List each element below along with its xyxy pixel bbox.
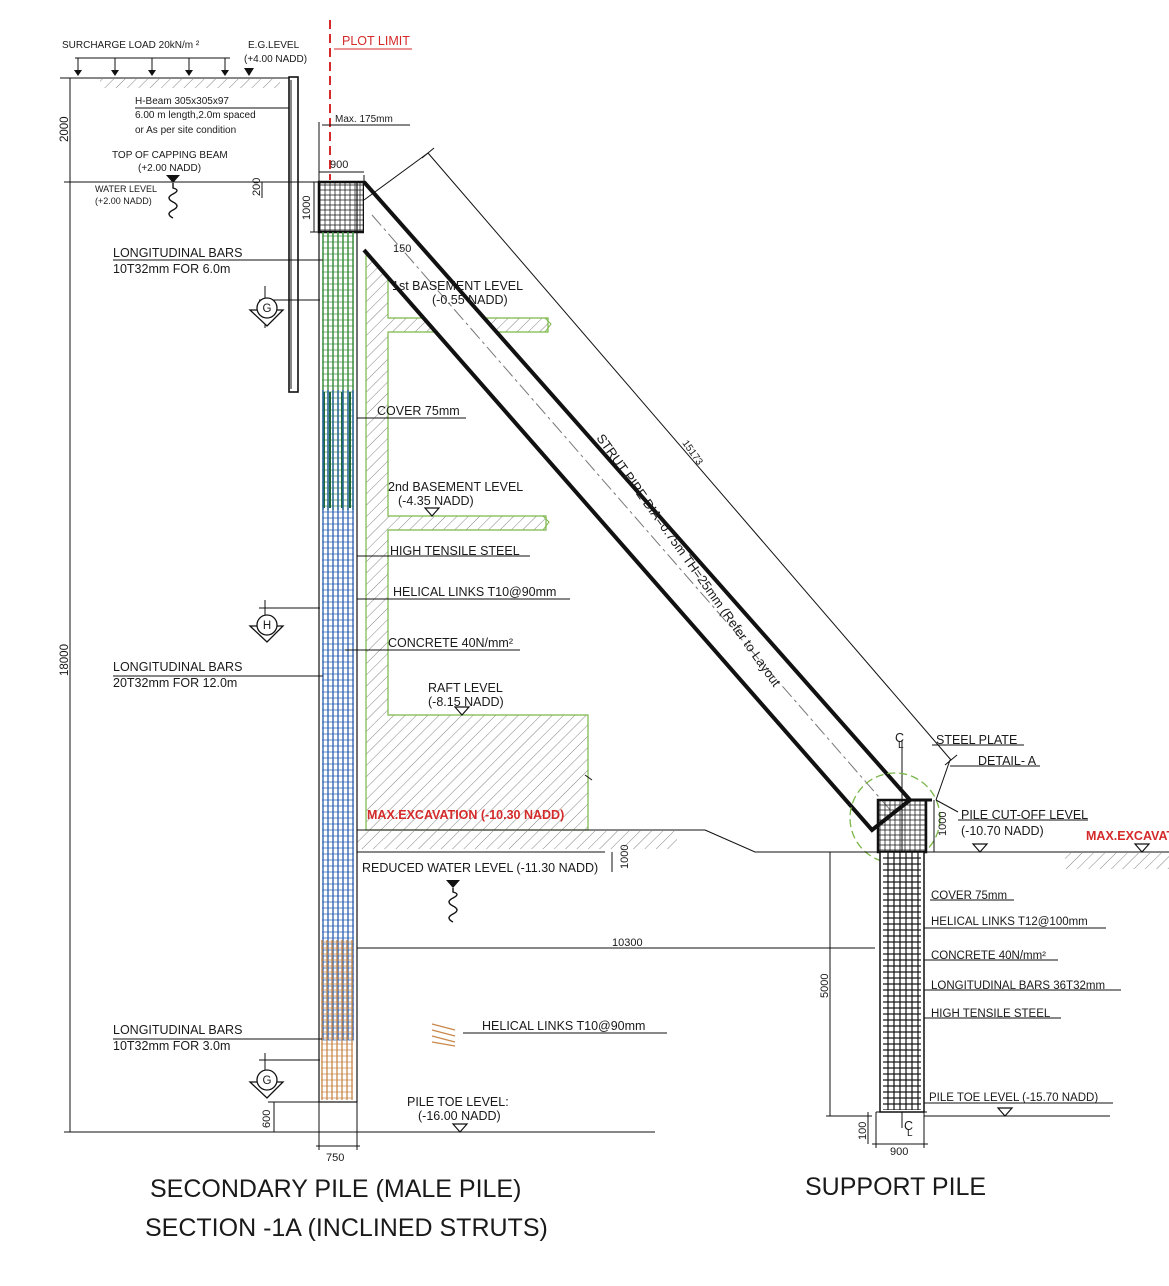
detail-a-circle xyxy=(849,772,941,864)
marker-g1-label: G xyxy=(263,303,272,315)
dim-100: 100 xyxy=(857,1122,869,1140)
long-bars-2-spec: 20T32mm FOR 12.0m xyxy=(113,676,237,690)
hbeam-line2: 6.00 m length,2.0m spaced xyxy=(135,110,256,121)
max175-label: Max. 175mm xyxy=(335,114,393,125)
long-bars-2-title: LONGITUDINAL BARS xyxy=(113,660,242,674)
dim-2000: 2000 xyxy=(59,116,71,142)
centerline-top-l: L xyxy=(898,740,904,751)
long-bars-3-title: LONGITUDINAL BARS xyxy=(113,1023,242,1037)
support-longbars-label: LONGITUDINAL BARS 36T32mm xyxy=(931,980,1105,992)
strut-length-label: 15173 xyxy=(680,438,705,467)
water-level-value: (+2.00 NADD) xyxy=(95,196,152,206)
raft-label: RAFT LEVEL xyxy=(428,681,503,695)
water-level-label: WATER LEVEL xyxy=(95,184,157,194)
centerline-bottom-l: L xyxy=(907,1128,913,1139)
basement1-label: 1st BASEMENT LEVEL xyxy=(392,279,523,293)
excavation-ground xyxy=(70,829,1169,1133)
section-marker-g-bottom: G xyxy=(248,1053,320,1099)
centerline-bottom-c: C xyxy=(904,1119,913,1133)
title-secondary-pile: SECONDARY PILE (MALE PILE) xyxy=(150,1175,521,1203)
plot-limit-label: PLOT LIMIT xyxy=(342,34,410,48)
dim-600: 600 xyxy=(261,1110,273,1128)
marker-h-label: H xyxy=(263,620,271,632)
h-beam xyxy=(288,76,299,393)
support-helical-label: HELICAL LINKS T12@100mm xyxy=(931,916,1088,928)
title-support-pile: SUPPORT PILE xyxy=(805,1173,986,1201)
basement2-label: 2nd BASEMENT LEVEL xyxy=(388,480,523,494)
dim-900: 900 xyxy=(330,159,348,171)
eg-level-value: (+4.00 NADD) xyxy=(244,54,307,65)
dim-750: 750 xyxy=(326,1152,344,1164)
toe-value: (-16.00 NADD) xyxy=(418,1109,501,1123)
capping-value: (+2.00 NADD) xyxy=(138,163,201,174)
section-marker-g-top: G xyxy=(248,286,320,328)
dim-150: 150 xyxy=(393,243,411,255)
eg-level-label: E.G.LEVEL xyxy=(248,40,300,51)
dim-900-support: 900 xyxy=(890,1146,908,1158)
section-marker-h: H xyxy=(248,600,320,643)
toe-label: PILE TOE LEVEL: xyxy=(407,1095,509,1109)
dim-5000: 5000 xyxy=(819,974,831,998)
helical-legend-label: HELICAL LINKS T10@90mm xyxy=(482,1019,645,1033)
cutoff-value: (-10.70 NADD) xyxy=(961,824,1044,838)
helical-label: HELICAL LINKS T10@90mm xyxy=(393,585,556,599)
centerline-top-c: C xyxy=(895,731,904,745)
hts-label: HIGH TENSILE STEEL xyxy=(390,544,520,558)
support-concrete-label: CONCRETE 40N/mm² xyxy=(931,950,1046,962)
long-bars-3-spec: 10T32mm FOR 3.0m xyxy=(113,1039,230,1053)
basement2-value: (-4.35 NADD) xyxy=(398,494,474,508)
left-dimensions xyxy=(64,77,76,1133)
long-bars-1-spec: 10T32mm FOR 6.0m xyxy=(113,262,230,276)
surcharge-label: SURCHARGE LOAD 20kN/m ² xyxy=(62,40,200,51)
max-excavation-right-label: MAX.EXCAVATION xyxy=(1086,829,1169,843)
long-bars-1-title: LONGITUDINAL BARS xyxy=(113,246,242,260)
cover-label: COVER 75mm xyxy=(377,404,460,418)
support-cover-label: COVER 75mm xyxy=(931,890,1007,902)
leader-lines xyxy=(113,182,1121,1132)
dim-1000-reduced: 1000 xyxy=(619,845,631,869)
max-excavation-label: MAX.EXCAVATION (-10.30 NADD) xyxy=(367,808,564,822)
secondary-pile xyxy=(316,122,410,1150)
cutoff-label: PILE CUT-OFF LEVEL xyxy=(961,808,1088,822)
steel-plate-label: STEEL PLATE xyxy=(936,733,1017,747)
marker-g2-label: G xyxy=(263,1075,272,1087)
raft-value: (-8.15 NADD) xyxy=(428,695,504,709)
strut-label: STRUT PIPE DIA=0.75m TH=25mm (Refer to L… xyxy=(594,431,784,690)
dim-200: 200 xyxy=(251,178,263,196)
water-level-symbol xyxy=(168,183,178,219)
support-hts-label: HIGH TENSILE STEEL xyxy=(931,1008,1051,1020)
surcharge-load xyxy=(60,57,290,88)
dim-1000: 1000 xyxy=(301,196,313,220)
hbeam-line3: or As per site condition xyxy=(135,125,236,136)
hbeam-line1: H-Beam 305x305x97 xyxy=(135,96,229,107)
reduced-water-label: REDUCED WATER LEVEL (-11.30 NADD) xyxy=(362,861,598,875)
dim-10300: 10300 xyxy=(612,937,643,949)
detail-a-label: DETAIL- A xyxy=(978,754,1037,768)
support-toe-label: PILE TOE LEVEL (-15.70 NADD) xyxy=(929,1092,1098,1104)
basement1-value: (-0.55 NADD) xyxy=(432,293,508,307)
capping-beam xyxy=(317,180,366,234)
dim-1000-support: 1000 xyxy=(937,812,949,836)
concrete-label: CONCRETE 40N/mm² xyxy=(388,636,513,650)
capping-label: TOP OF CAPPING BEAM xyxy=(112,150,228,161)
dim-18000: 18000 xyxy=(59,644,71,676)
title-section: SECTION -1A (INCLINED STRUTS) xyxy=(145,1214,548,1242)
support-pile xyxy=(826,740,1151,1148)
